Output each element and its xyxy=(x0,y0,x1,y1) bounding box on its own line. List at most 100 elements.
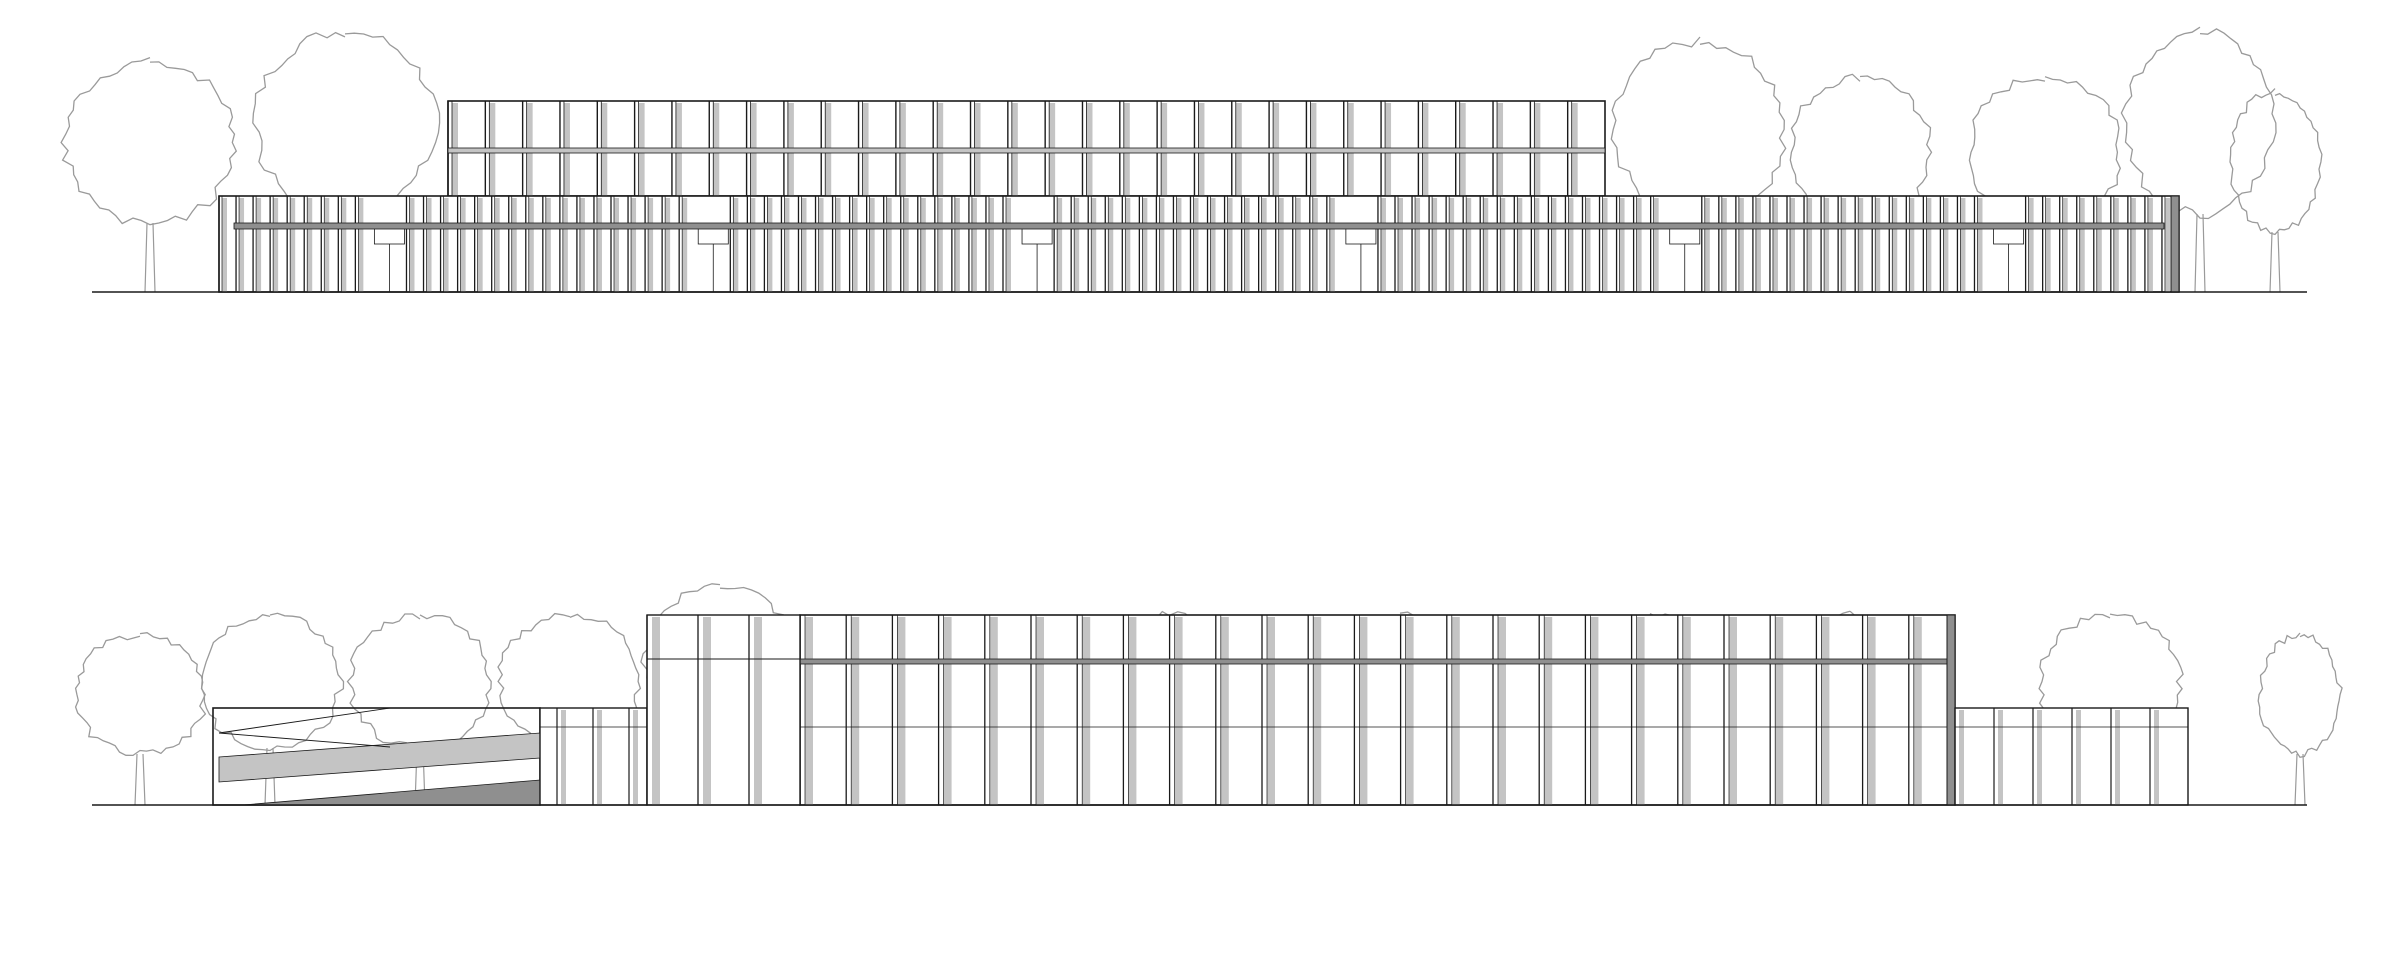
tree-crown xyxy=(60,56,238,226)
glass-shade xyxy=(920,198,926,292)
glass-shade xyxy=(1682,617,1691,805)
glass-shade xyxy=(750,198,756,292)
end-wall xyxy=(2170,195,2180,293)
glass-shade xyxy=(1359,617,1368,805)
glass-shade xyxy=(2096,198,2102,292)
glass-shade xyxy=(1977,198,1983,292)
glass-shade xyxy=(1959,710,1964,805)
tree-crown xyxy=(74,632,207,757)
glass-shade xyxy=(1517,198,1523,292)
tree xyxy=(74,632,207,806)
glass-shade xyxy=(290,198,296,292)
glass-shade xyxy=(324,198,330,292)
tree-trunk xyxy=(134,753,146,806)
glass-shade xyxy=(1329,198,1335,292)
glass-shade xyxy=(2164,198,2170,292)
south-elevation xyxy=(74,583,2343,806)
glass-shade xyxy=(1006,198,1011,292)
glass-shade xyxy=(222,198,227,292)
glass-shade xyxy=(851,617,860,805)
glass-shade xyxy=(2076,710,2081,805)
glass-shade xyxy=(511,198,517,292)
glass-shade xyxy=(648,198,654,292)
ramp-edge xyxy=(218,707,391,734)
glass-shade xyxy=(1261,198,1267,292)
transom xyxy=(233,222,2165,230)
tree-crown xyxy=(2120,26,2277,220)
glass-shade xyxy=(869,198,875,292)
tree-crown xyxy=(2257,632,2343,759)
glass-shade xyxy=(1821,617,1830,805)
tree-trunk xyxy=(144,222,156,293)
tree xyxy=(2120,26,2277,293)
glass-shade xyxy=(1483,198,1489,292)
glass-shade xyxy=(1636,617,1645,805)
glass-shade xyxy=(1653,198,1659,292)
glass-shade xyxy=(1875,198,1881,292)
glass-shade xyxy=(2113,198,2119,292)
ramp-edge xyxy=(218,732,391,748)
ramp-deck xyxy=(242,779,541,806)
glass-shade xyxy=(1036,617,1044,805)
tree-trunk xyxy=(2269,231,2281,293)
glass-shade xyxy=(1858,198,1864,292)
glass-shade xyxy=(1755,198,1761,292)
glass-shade xyxy=(1909,198,1915,292)
glass-shade xyxy=(1193,198,1199,292)
glass-shade xyxy=(494,198,500,292)
glass-shade xyxy=(1704,198,1710,292)
glass-shade xyxy=(1841,198,1847,292)
glass-shade xyxy=(1913,617,1922,805)
glass-shade xyxy=(1721,198,1727,292)
glass-shade xyxy=(954,198,960,292)
glass-shade xyxy=(971,198,977,292)
glass-shade xyxy=(1729,617,1737,805)
glass-shade xyxy=(1380,198,1386,292)
glass-shade xyxy=(1405,617,1414,805)
glass-shade xyxy=(1295,198,1301,292)
glass-shade xyxy=(426,198,432,292)
glass-shade xyxy=(1602,198,1608,292)
glass-shade xyxy=(852,198,858,292)
glass-shade xyxy=(1176,198,1182,292)
glass-shade xyxy=(1636,198,1642,292)
glass-shade xyxy=(1313,617,1322,805)
glass-shade xyxy=(1312,198,1318,292)
glass-shade xyxy=(562,198,568,292)
glass-shade xyxy=(1415,198,1421,292)
glass-shade xyxy=(409,198,415,292)
glass-shade xyxy=(835,198,841,292)
glass-shade xyxy=(460,198,466,292)
glass-shade xyxy=(2147,198,2153,292)
glass-shade xyxy=(1926,198,1932,292)
glass-shade xyxy=(307,198,313,292)
glass-shade xyxy=(1174,617,1183,805)
glass-shade xyxy=(341,198,347,292)
glass-shade xyxy=(239,198,245,292)
glass-shade xyxy=(1943,198,1949,292)
glass-shade xyxy=(1824,198,1830,292)
glass-shade xyxy=(1074,198,1080,292)
glass-shade xyxy=(443,198,449,292)
glass-shade xyxy=(1398,198,1403,292)
glass-shade xyxy=(579,198,585,292)
tree xyxy=(2229,88,2323,293)
glass-shade xyxy=(1142,198,1148,292)
glass-shade xyxy=(1267,617,1275,805)
glass-shade xyxy=(633,710,638,805)
glass-shade xyxy=(1772,198,1778,292)
glass-shade xyxy=(1998,710,2003,805)
glass-shade xyxy=(801,198,807,292)
transom xyxy=(799,658,1956,665)
glass-shade xyxy=(784,198,790,292)
glass-shade xyxy=(1449,198,1455,292)
tree-crown xyxy=(1610,36,1787,218)
glass-shade xyxy=(2079,198,2085,292)
glass-shade xyxy=(2045,198,2051,292)
glass-shade xyxy=(1227,198,1233,292)
glass-shade xyxy=(2115,710,2120,805)
glass-shade xyxy=(937,198,943,292)
glass-shade xyxy=(477,198,483,292)
